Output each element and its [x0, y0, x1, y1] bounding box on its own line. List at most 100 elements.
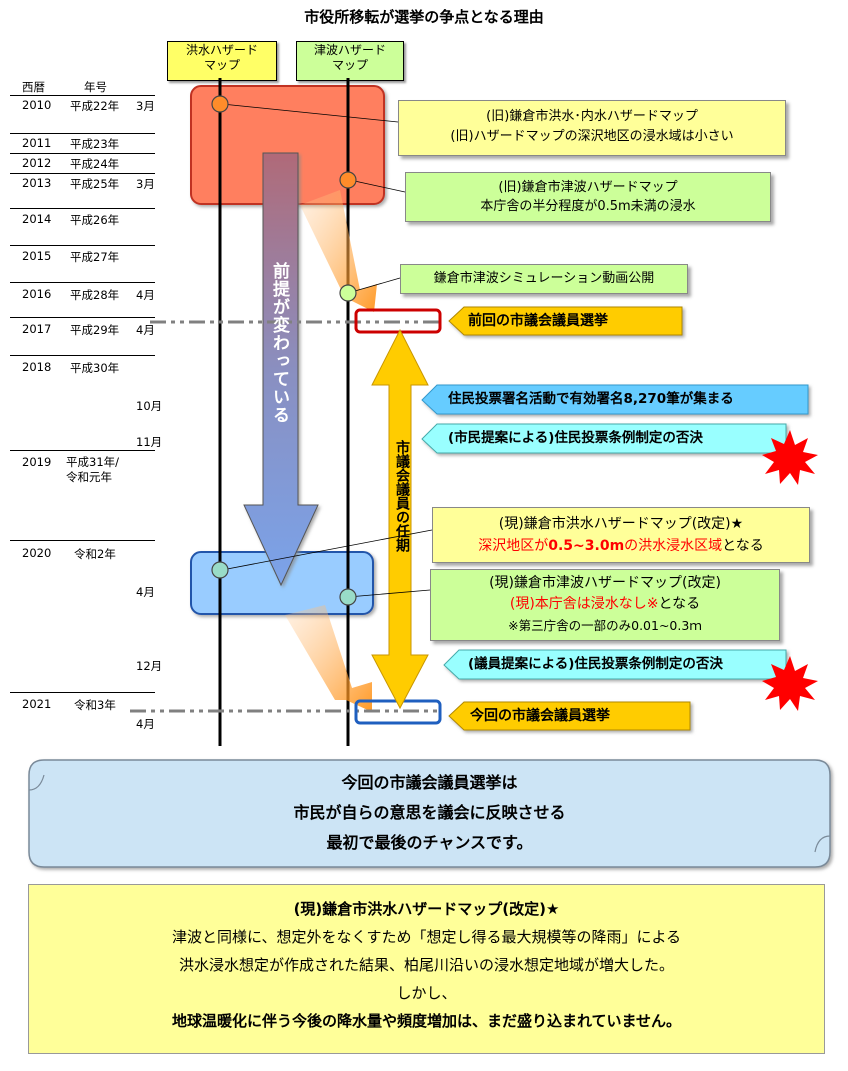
- new-tsunami-map-callout: (現)鎌倉市津波ハザードマップ(改定) (現)本庁舎は浸水なし※となる ※第三庁…: [430, 569, 780, 641]
- era-2011: 平成23年: [70, 137, 120, 151]
- message-line-3: 最初で最後のチャンスです。: [326, 833, 533, 852]
- year-2015: 2015: [22, 249, 52, 263]
- era-2019: 平成31年/ 令和元年: [66, 455, 120, 484]
- new-tsunami-note: ※第三庁舎の一部のみ0.01~0.3ｍ: [508, 618, 702, 633]
- old-tsunami-map-title: (旧)鎌倉市津波ハザードマップ: [498, 180, 678, 195]
- new-flood-map-desc: 深沢地区が0.5~3.0mの洪水浸水区域となる: [433, 535, 809, 557]
- old-flood-map-title: (旧)鎌倉市洪水･内水ハザードマップ: [486, 109, 698, 124]
- pointer: [347, 589, 431, 598]
- new-tsunami-map-title: (現)鎌倉市津波ハザードマップ(改定): [489, 575, 721, 591]
- year-2013: 2013: [22, 176, 52, 190]
- era-2015: 平成27年: [70, 250, 120, 264]
- month-2016: 4月: [136, 288, 155, 302]
- note-box: (現)鎌倉市洪水ハザードマップ(改定)★ 津波と同様に、想定外をなくすため「想定…: [28, 884, 825, 1054]
- era-2014: 平成26年: [70, 213, 120, 227]
- row-divider: [10, 540, 155, 541]
- this-election-tag: 今回の市議会議員選挙: [470, 708, 610, 724]
- year-2017: 2017: [22, 322, 52, 336]
- old-tsunami-map-callout: (旧)鎌倉市津波ハザードマップ 本庁舎の半分程度が0.5m未満の浸水: [405, 172, 771, 222]
- year-2011: 2011: [22, 136, 52, 150]
- year-2019: 2019: [22, 455, 52, 469]
- message-line-1: 今回の市議会議員選挙は: [341, 773, 518, 792]
- note-line-1: 津波と同様に、想定外をなくすため「想定し得る最大規模等の降雨」による: [171, 928, 682, 946]
- old-tsunami-map-dot: [339, 171, 357, 189]
- row-divider: [10, 245, 155, 246]
- month-2018-10: 10月: [136, 399, 163, 413]
- note-line-3: しかし、: [396, 984, 457, 1002]
- era-2010: 平成22年: [70, 99, 120, 113]
- year-2014: 2014: [22, 212, 52, 226]
- council-rejected-tag-shape: [443, 649, 787, 680]
- year-2010: 2010: [22, 98, 52, 112]
- simulation-dot: [339, 284, 357, 302]
- row-divider: [10, 355, 155, 356]
- message-line-2: 市民が自らの意思を議会に反映させる: [293, 803, 566, 822]
- this-election-tag-shape: [448, 701, 691, 731]
- prev-election-frame: [354, 308, 442, 334]
- petition-tag: 住民投票署名活動で有効署名8,270筆が集まる: [448, 391, 734, 407]
- council-term-arrow: [371, 328, 429, 710]
- old-tsunami-map-desc: 本庁舎の半分程度が0.5m未満の浸水: [480, 199, 696, 214]
- year-2021: 2021: [22, 697, 52, 711]
- era-2020: 令和2年: [74, 547, 116, 561]
- pointer: [221, 103, 399, 123]
- row-divider: [10, 692, 155, 693]
- pointer: [347, 277, 401, 294]
- new-tsunami-suffix: となる: [658, 596, 701, 612]
- new-flood-map-title: (現)鎌倉市洪水ハザードマップ(改定)★: [498, 516, 744, 532]
- era-2021: 令和3年: [74, 698, 116, 712]
- citizen-rejected-tag-shape: [421, 423, 787, 454]
- rejection-burst-icon: [762, 656, 818, 711]
- council-term-label: 市議会議員の任期: [394, 440, 410, 552]
- old-flood-map-desc: (旧)ハザードマップの深沢地区の浸水域は小さい: [450, 129, 734, 144]
- era-header: 年号: [84, 80, 107, 94]
- prev-election-tag-shape: [448, 306, 683, 336]
- prev-election-tag: 前回の市議会議員選挙: [468, 313, 608, 329]
- orange-arrow-lower: [285, 605, 372, 712]
- old-flood-map-dot: [211, 95, 229, 113]
- year-2012: 2012: [22, 156, 52, 170]
- old-flood-map-callout: (旧)鎌倉市洪水･内水ハザードマップ (旧)ハザードマップの深沢地区の浸水域は小…: [398, 100, 786, 156]
- era-2018: 平成30年: [70, 361, 120, 375]
- era-2017: 平成29年: [70, 323, 120, 337]
- row-divider: [10, 133, 155, 134]
- note-heading: (現)鎌倉市洪水ハザードマップ(改定)★: [293, 900, 560, 918]
- page-title: 市役所移転が選挙の争点となる理由: [304, 8, 544, 26]
- era-2013: 平成25年: [70, 177, 120, 191]
- row-divider: [10, 317, 155, 318]
- month-2017: 4月: [136, 323, 155, 337]
- year-2016: 2016: [22, 287, 52, 301]
- new-flood-area-label: 深沢地区が: [478, 538, 549, 554]
- message-text: 今回の市議会議員選挙は 市民が自らの意思を議会に反映させる 最初で最後のチャンス…: [29, 768, 830, 858]
- new-tsunami-result: (現)本庁舎は浸水なし※: [509, 596, 659, 612]
- council-rejected-tag: (議員提案による)住民投票条例制定の否決: [468, 656, 723, 672]
- new-flood-suffix: となる: [722, 538, 764, 554]
- simulation-callout: 鎌倉市津波シミュレーション動画公開: [400, 264, 688, 294]
- year-2020: 2020: [22, 546, 52, 560]
- tsunami-lane-label: 津波ハザード マップ: [296, 41, 404, 81]
- message-box-curl: [28, 774, 45, 791]
- orange-arrow-upper: [300, 190, 377, 312]
- pointer: [349, 179, 406, 193]
- month-2010: 3月: [136, 99, 155, 113]
- row-divider: [10, 282, 155, 283]
- premise-changed-arrow: [243, 152, 319, 587]
- row-divider: [10, 95, 155, 96]
- year-2018: 2018: [22, 360, 52, 374]
- row-divider: [10, 153, 155, 154]
- new-flood-zone: の洪水浸水区域: [624, 538, 723, 554]
- new-flood-depth: 0.5~3.0m: [548, 538, 625, 554]
- new-tsunami-map-desc: (現)本庁舎は浸水なし※となる: [431, 594, 779, 615]
- month-2013: 3月: [136, 177, 155, 191]
- era-2016: 平成28年: [70, 288, 120, 302]
- row-divider: [10, 208, 155, 209]
- month-2020-12: 12月: [136, 659, 163, 673]
- message-box-curl: [814, 835, 831, 853]
- new-flood-map-dot: [211, 561, 229, 579]
- new-flood-map-callout: (現)鎌倉市洪水ハザードマップ(改定)★ 深沢地区が0.5~3.0mの洪水浸水区…: [432, 507, 810, 563]
- citizen-rejected-tag: (市民提案による)住民投票条例制定の否決: [448, 430, 703, 446]
- note-line-4: 地球温暖化に伴う今後の降水量や頻度増加は、まだ盛り込まれていません。: [171, 1012, 682, 1030]
- row-divider: [10, 450, 155, 451]
- month-2020-4: 4月: [136, 585, 155, 599]
- note-line-2: 洪水浸水想定が作成された結果、柏尾川沿いの浸水想定地域が増大した。: [178, 956, 674, 974]
